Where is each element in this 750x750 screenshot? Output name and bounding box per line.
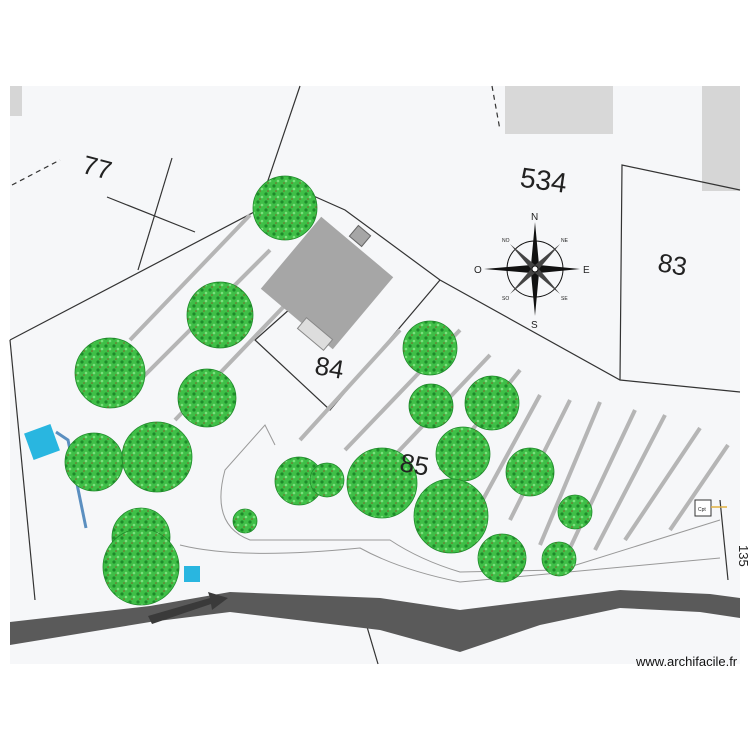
access-arrow	[148, 592, 228, 624]
tree	[309, 462, 345, 498]
water-tank	[184, 566, 200, 582]
tree	[177, 368, 237, 428]
house	[260, 216, 394, 350]
driveway-edge	[220, 424, 721, 573]
parcel-label-135: 135	[736, 545, 750, 567]
compass-s: S	[531, 320, 538, 331]
water-pipe	[55, 430, 88, 529]
tree	[541, 541, 577, 577]
parcel-label-85: 85	[398, 447, 432, 482]
tree	[121, 421, 193, 493]
parcel-label-83: 83	[656, 247, 690, 282]
meter-box	[694, 499, 712, 517]
compass-e: E	[583, 265, 590, 276]
tree	[557, 494, 593, 530]
adjacent-building	[702, 86, 740, 191]
tree	[346, 447, 418, 519]
tree	[413, 478, 489, 554]
chimney	[348, 224, 372, 248]
tree	[464, 375, 520, 431]
adjacent-building	[10, 86, 22, 116]
tree	[402, 320, 458, 376]
watermark: www.archifacile.fr	[636, 654, 738, 669]
compass-so: SO	[502, 296, 509, 302]
tree	[252, 175, 318, 241]
compass-rose-icon: N S E O NE NO SE SO	[474, 212, 590, 331]
tree	[74, 337, 146, 409]
tree	[505, 447, 555, 497]
meter-label: Cpt	[698, 507, 706, 513]
compass-se: SE	[561, 296, 568, 302]
stairs	[296, 317, 334, 351]
tree	[477, 533, 527, 583]
parcel-label-534: 534	[518, 162, 569, 199]
adjacent-building	[505, 86, 613, 134]
tree	[232, 508, 258, 534]
tree	[408, 383, 454, 429]
driveway-edge	[179, 544, 721, 583]
compass-o: O	[474, 265, 482, 276]
parcel-label-84: 84	[313, 350, 347, 385]
tree	[64, 432, 124, 492]
compass-no: NO	[502, 238, 510, 244]
compass-ne: NE	[561, 238, 569, 244]
tree	[102, 528, 180, 606]
lawn-stripes	[128, 213, 730, 551]
trees	[64, 175, 593, 606]
pool	[24, 424, 60, 460]
tree	[435, 426, 491, 482]
compass-n: N	[531, 212, 538, 223]
tree	[186, 281, 254, 349]
